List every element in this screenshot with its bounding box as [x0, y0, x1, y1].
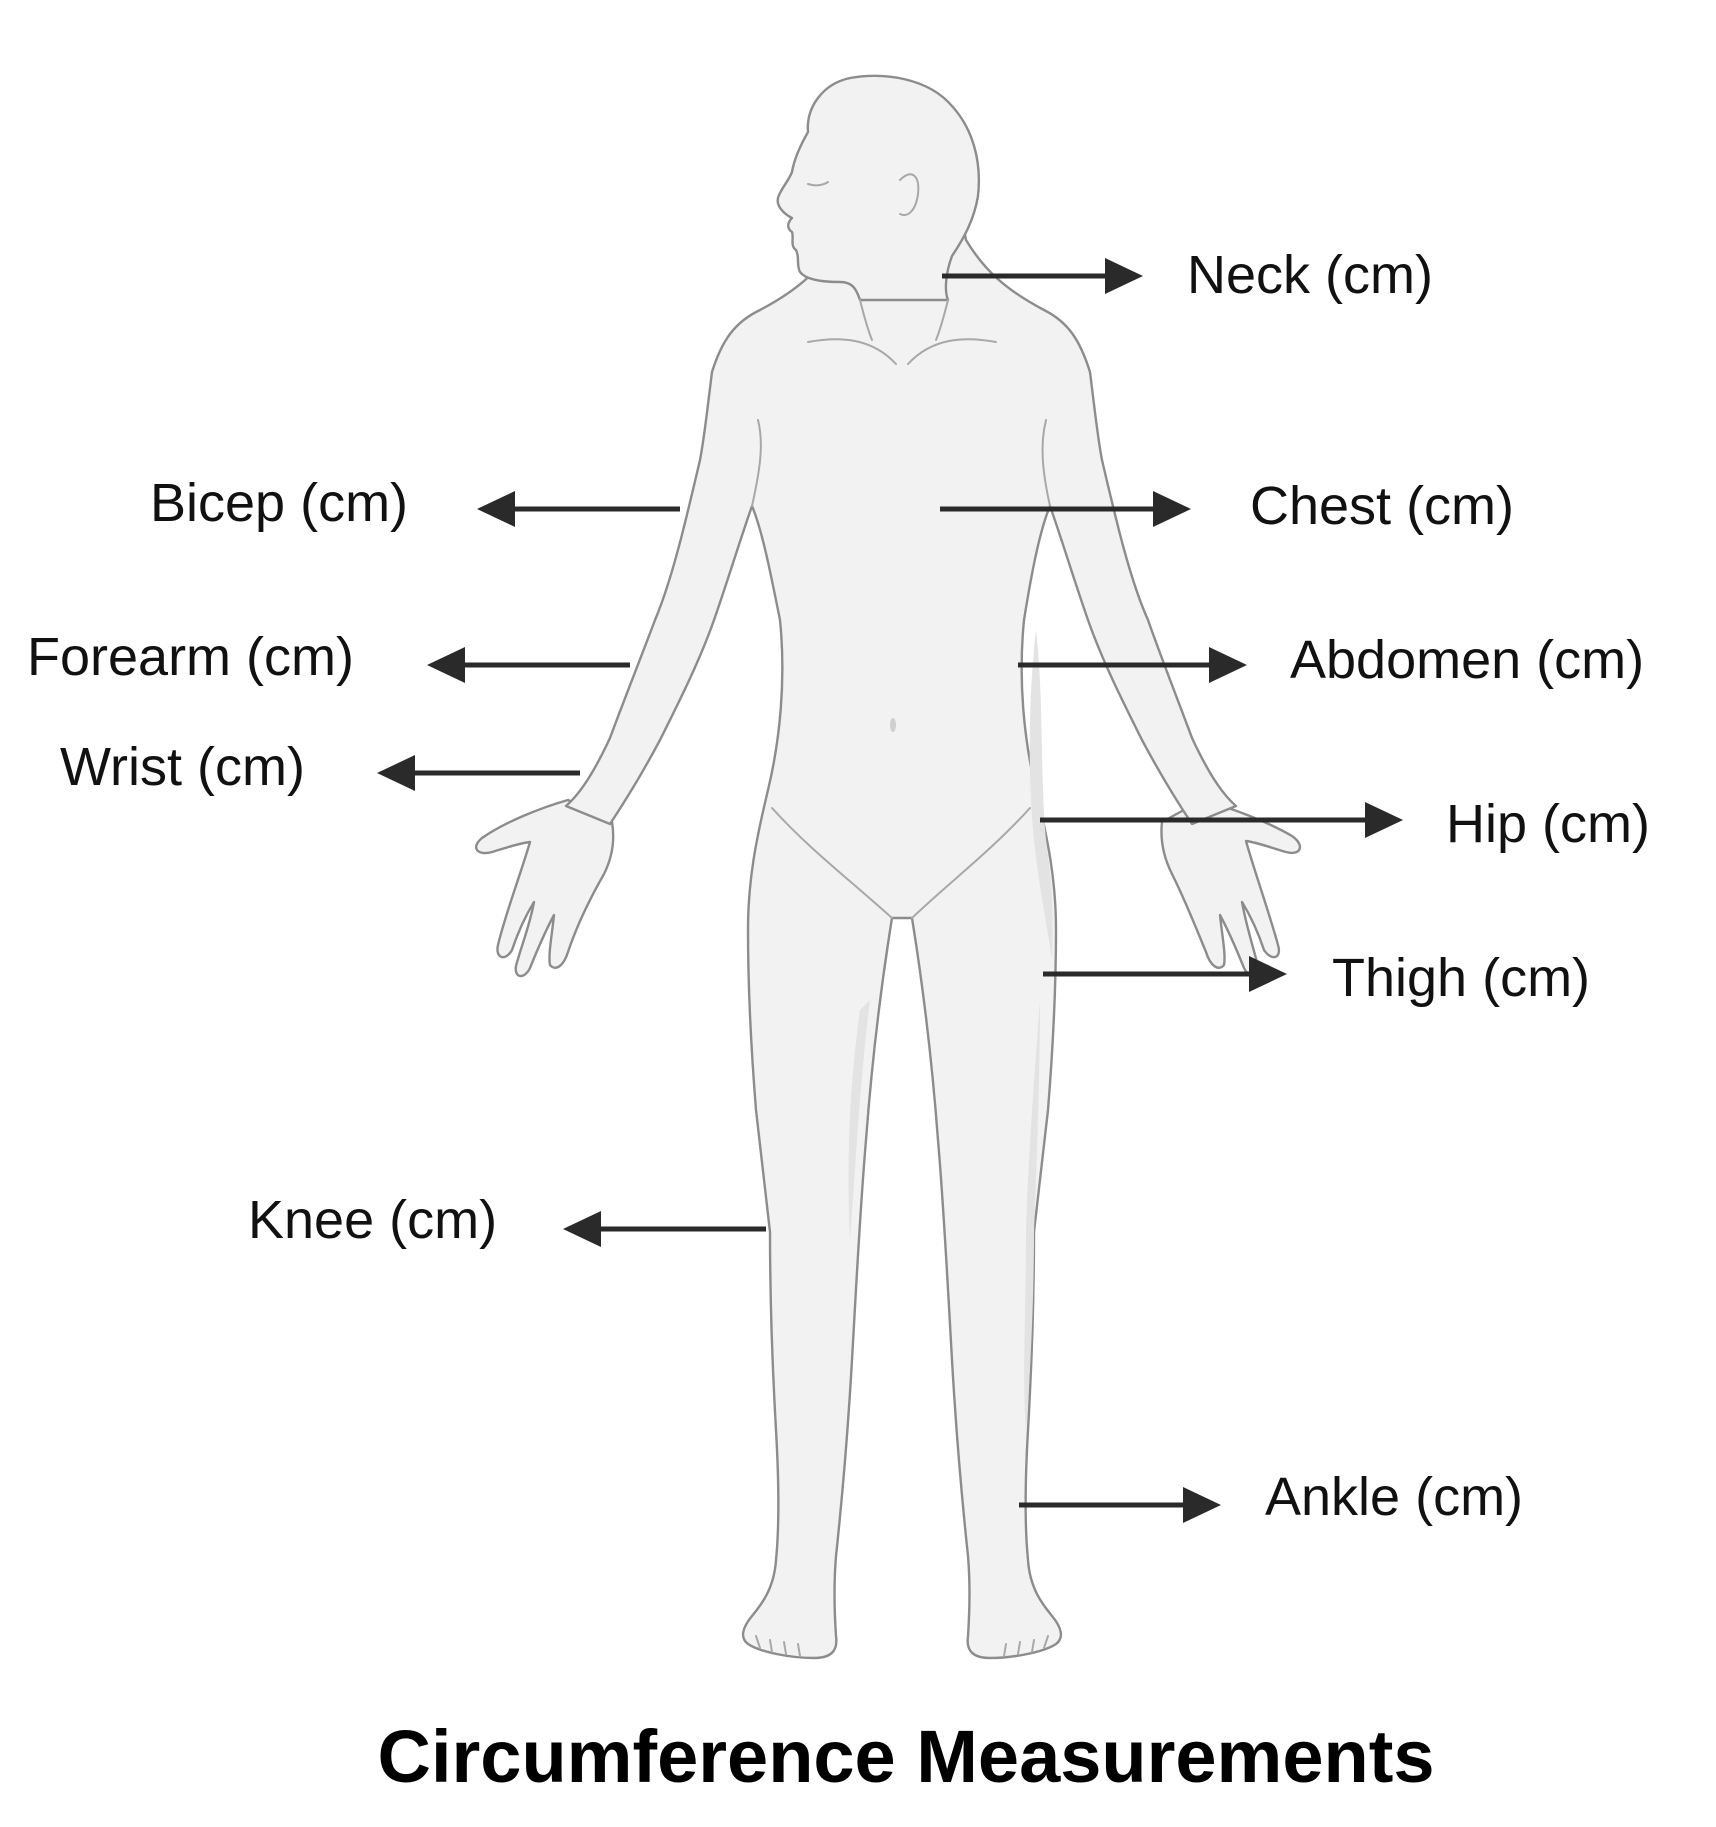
collarbone-left — [807, 338, 897, 365]
chest-arrow — [940, 491, 1191, 527]
body-silhouette — [564, 148, 1238, 1660]
neck-arrow — [942, 258, 1143, 294]
ear — [899, 173, 920, 216]
right-arm-crease — [1041, 419, 1051, 507]
head — [776, 74, 980, 302]
knee-label: Knee (cm) — [248, 1190, 497, 1250]
hip-arrow — [1040, 802, 1403, 838]
groin-right — [911, 807, 1031, 919]
groin-left — [771, 807, 893, 919]
abdomen-arrow — [1018, 647, 1247, 683]
forearm-arrow — [427, 647, 630, 683]
neck-line-right — [935, 299, 949, 341]
navel — [890, 718, 896, 732]
wrist-label: Wrist (cm) — [60, 737, 305, 797]
knee-arrow — [563, 1211, 766, 1247]
thigh-arrow — [1043, 956, 1287, 992]
wrist-arrow — [377, 755, 580, 791]
diagram-title: Circumference Measurements — [378, 1715, 1435, 1798]
leg-shade — [1024, 1000, 1040, 1430]
bicep-arrow — [477, 491, 680, 527]
neck-label: Neck (cm) — [1187, 245, 1433, 305]
forearm-label: Forearm (cm) — [27, 627, 354, 687]
collarbone-right — [907, 338, 997, 365]
ankle-arrow — [1019, 1487, 1221, 1523]
torso-shade — [1029, 630, 1053, 960]
abdomen-label: Abdomen (cm) — [1290, 630, 1644, 690]
left-arm-crease — [751, 419, 762, 507]
thigh-label: Thigh (cm) — [1332, 948, 1590, 1008]
bicep-label: Bicep (cm) — [150, 473, 408, 533]
left-hand — [475, 798, 615, 978]
neck-line-left — [859, 299, 873, 341]
chest-label: Chest (cm) — [1250, 476, 1514, 536]
right-hand — [1160, 798, 1302, 978]
left-toes — [755, 1635, 801, 1657]
eye — [807, 181, 829, 187]
inner-leg-shade — [848, 1000, 870, 1240]
hip-label: Hip (cm) — [1446, 794, 1650, 854]
ankle-label: Ankle (cm) — [1265, 1467, 1523, 1527]
right-toes — [1003, 1635, 1049, 1657]
human-body-figure — [475, 74, 1302, 1660]
